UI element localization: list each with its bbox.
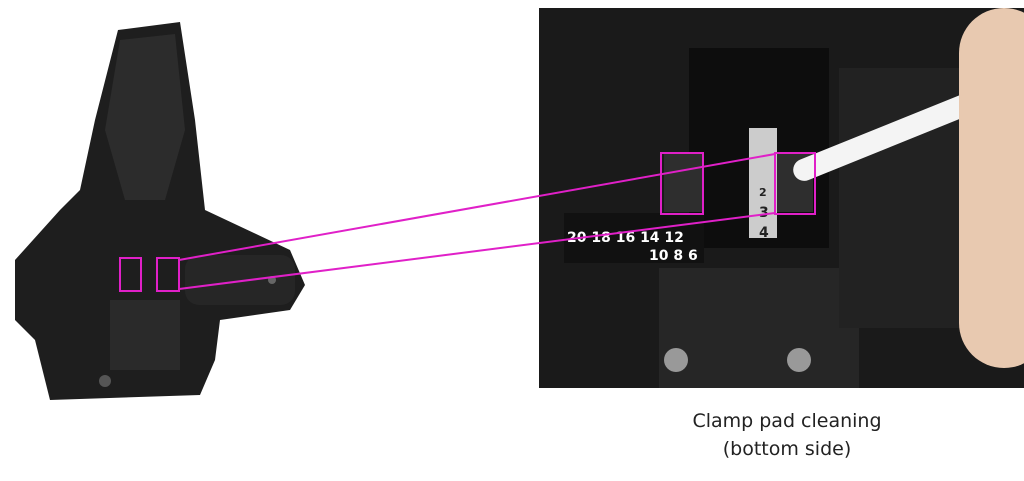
ruler-scale-top: 20 18 16 14 12 <box>567 230 684 246</box>
clamp-closeup-photo: 20 18 16 14 12 10 8 6 2 3 4 <box>539 8 1024 388</box>
scale-3: 3 <box>759 205 769 221</box>
ruler-scale-bottom: 10 8 6 <box>649 248 698 264</box>
fiber-cleaver-photo <box>15 22 305 400</box>
scale-2: 2 <box>759 186 767 199</box>
finger <box>959 8 1024 368</box>
caption-line-2: (bottom side) <box>722 438 852 460</box>
caption-line-1: Clamp pad cleaning <box>692 410 882 432</box>
scale-4: 4 <box>759 225 769 241</box>
